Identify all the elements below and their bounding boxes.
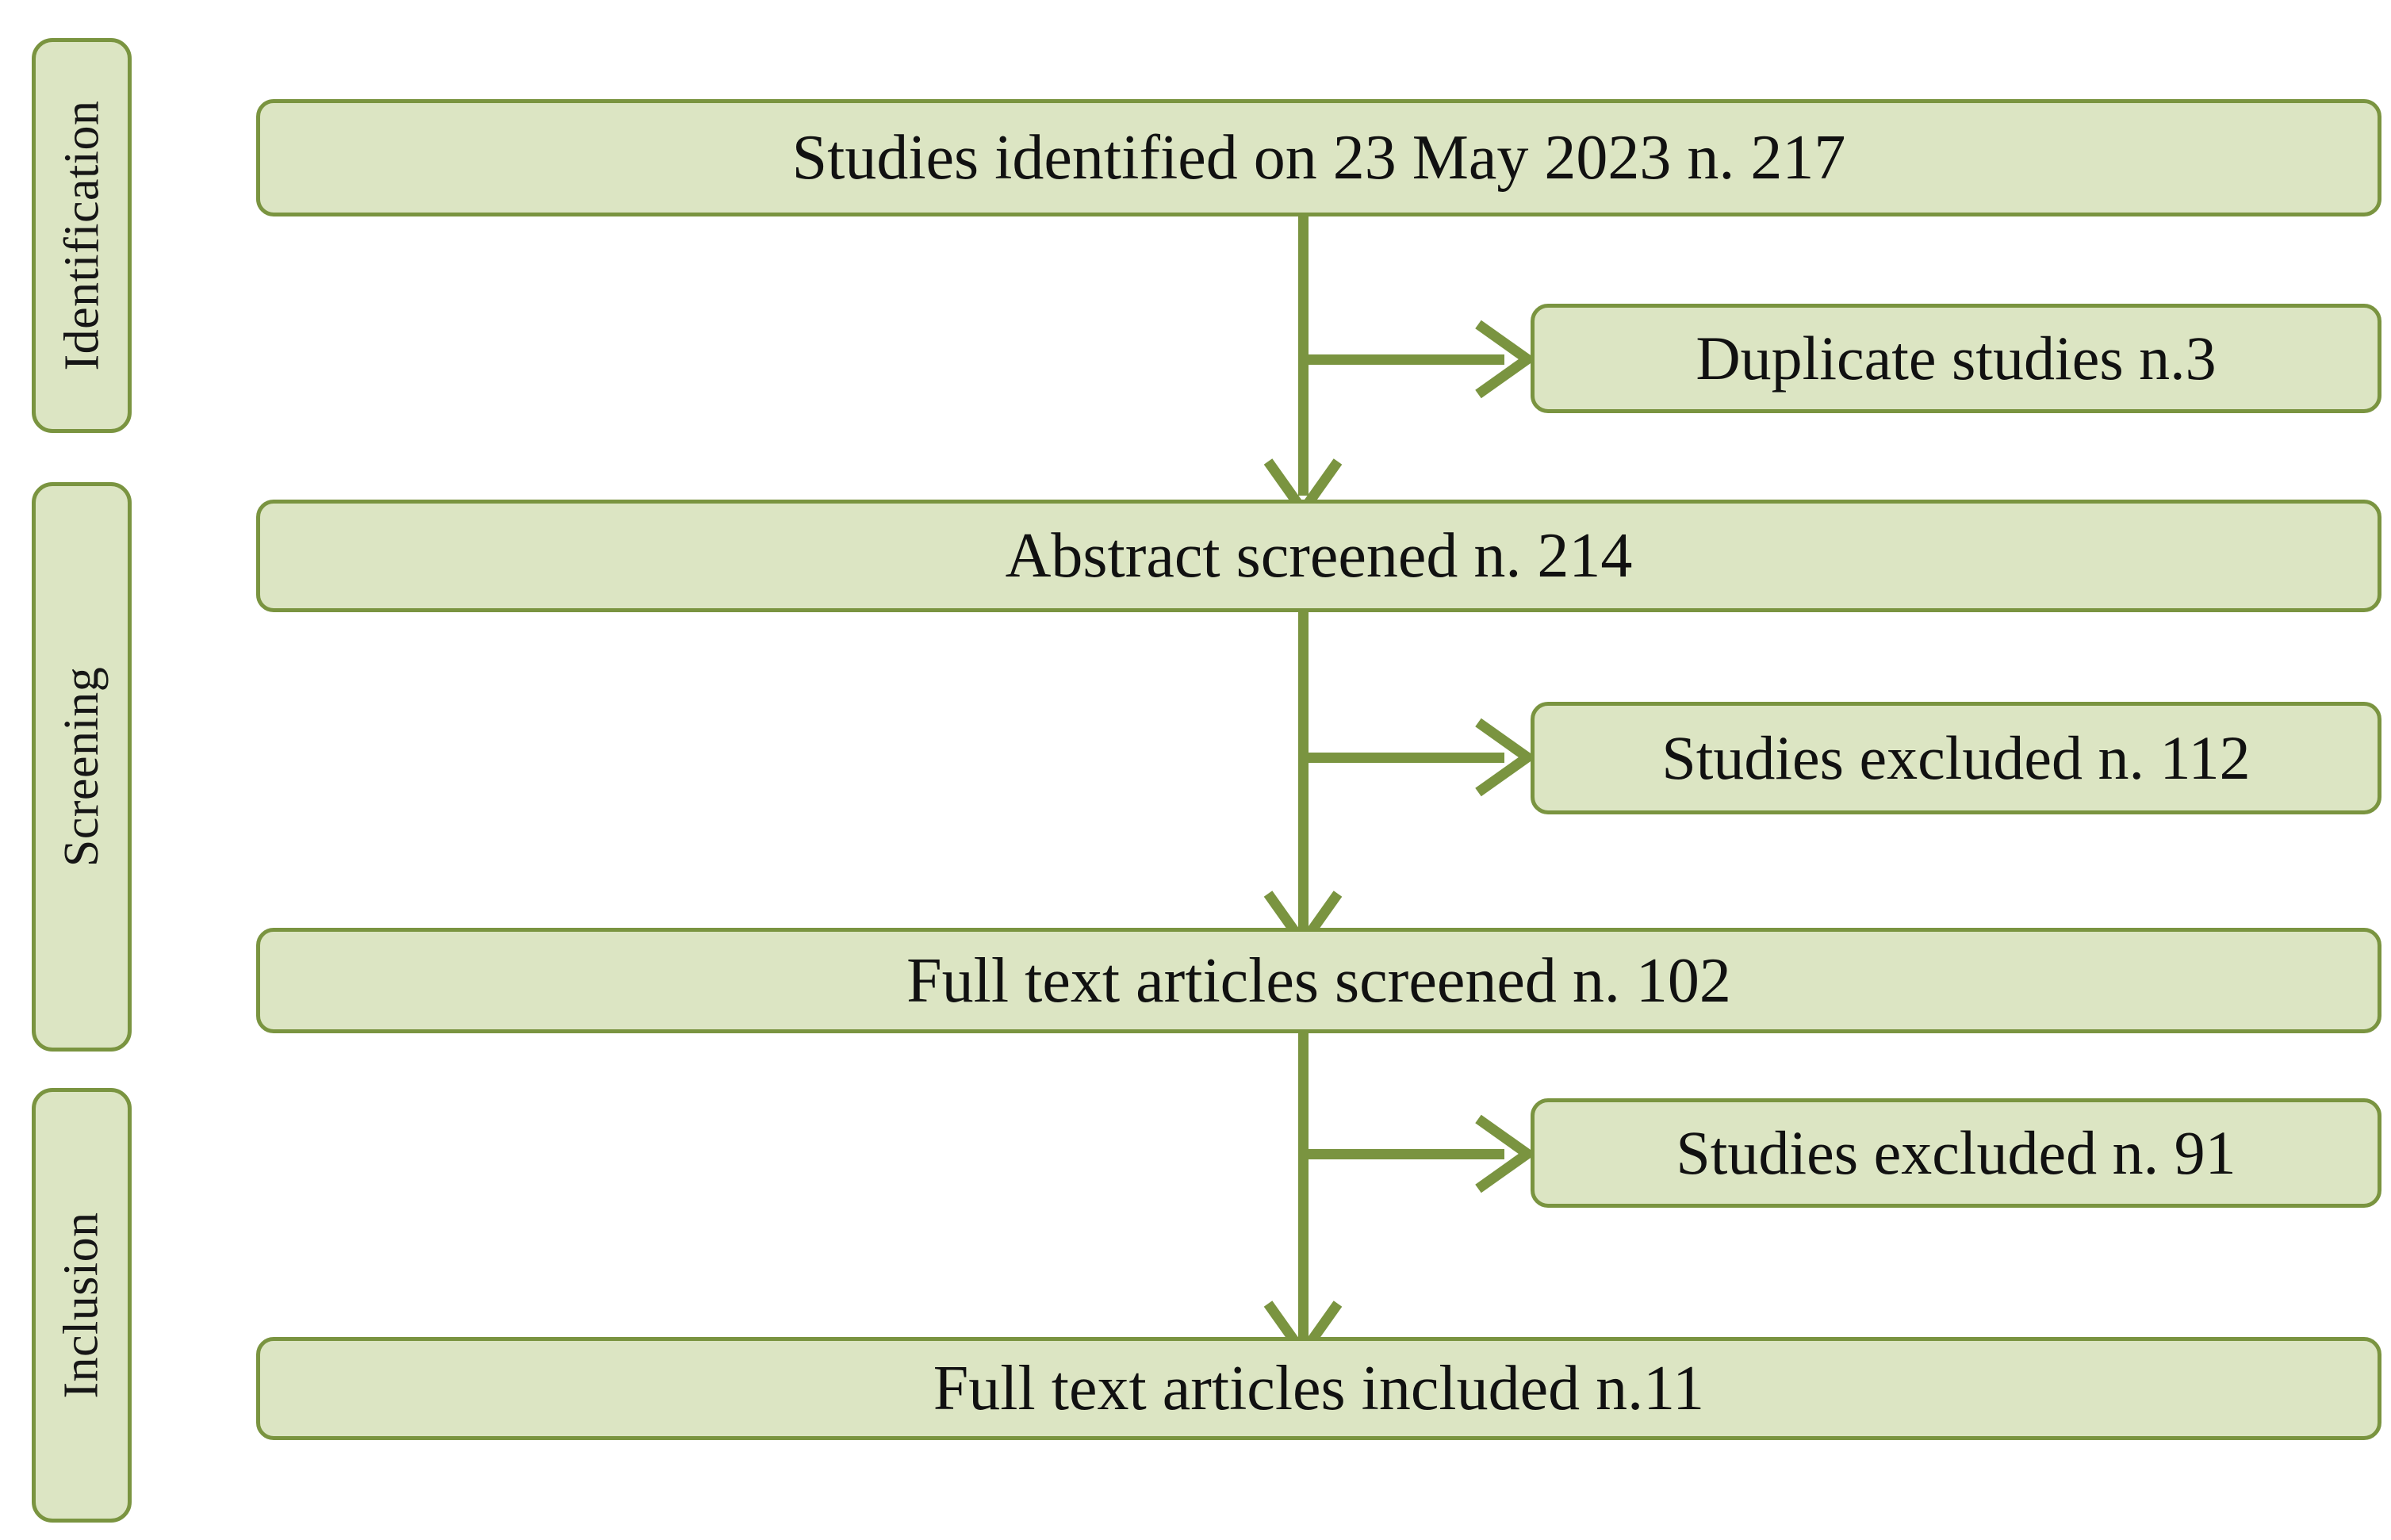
exclusion-box-duplicates: Duplicate studies n.3 (1531, 304, 2381, 413)
flow-box-label: Full text articles included n.11 (933, 1354, 1705, 1423)
exclusion-box-excluded-91: Studies excluded n. 91 (1531, 1098, 2381, 1208)
flow-box-identified: Studies identified on 23 May 2023 n. 217 (256, 99, 2381, 216)
stage-label-text: Identification (55, 100, 109, 371)
connector-fulltext-to-excluded91 (1298, 1149, 1504, 1159)
arrowhead-right-duplicates (1475, 320, 1537, 399)
flow-box-abstract-screened: Abstract screened n. 214 (256, 500, 2381, 612)
flow-box-label: Full text articles screened n. 102 (906, 945, 1731, 1016)
flow-box-label: Studies identified on 23 May 2023 n. 217 (791, 123, 1846, 193)
connector-identified-to-duplicates (1298, 354, 1504, 365)
exclusion-box-excluded-112: Studies excluded n. 112 (1531, 702, 2381, 814)
connector-fulltext-to-included (1298, 1031, 1309, 1340)
flow-box-fulltext-screened: Full text articles screened n. 102 (256, 928, 2381, 1033)
exclusion-box-label: Studies excluded n. 112 (1661, 723, 2251, 793)
connector-abstract-to-excluded112 (1298, 753, 1504, 763)
flow-box-label: Abstract screened n. 214 (1005, 521, 1633, 591)
connector-abstract-to-fulltext (1298, 611, 1309, 928)
stage-label-screening: Screening (32, 482, 132, 1052)
flow-box-fulltext-included: Full text articles included n.11 (256, 1337, 2381, 1440)
stage-label-text: Inclusion (55, 1212, 109, 1399)
arrowhead-right-excluded-112 (1475, 718, 1537, 797)
exclusion-box-label: Duplicate studies n.3 (1696, 324, 2217, 393)
stage-label-identification: Identification (32, 38, 132, 433)
arrowhead-right-excluded-91 (1475, 1114, 1537, 1193)
exclusion-box-label: Studies excluded n. 91 (1676, 1118, 2236, 1188)
stage-label-inclusion: Inclusion (32, 1088, 132, 1523)
stage-label-text: Screening (55, 666, 109, 868)
